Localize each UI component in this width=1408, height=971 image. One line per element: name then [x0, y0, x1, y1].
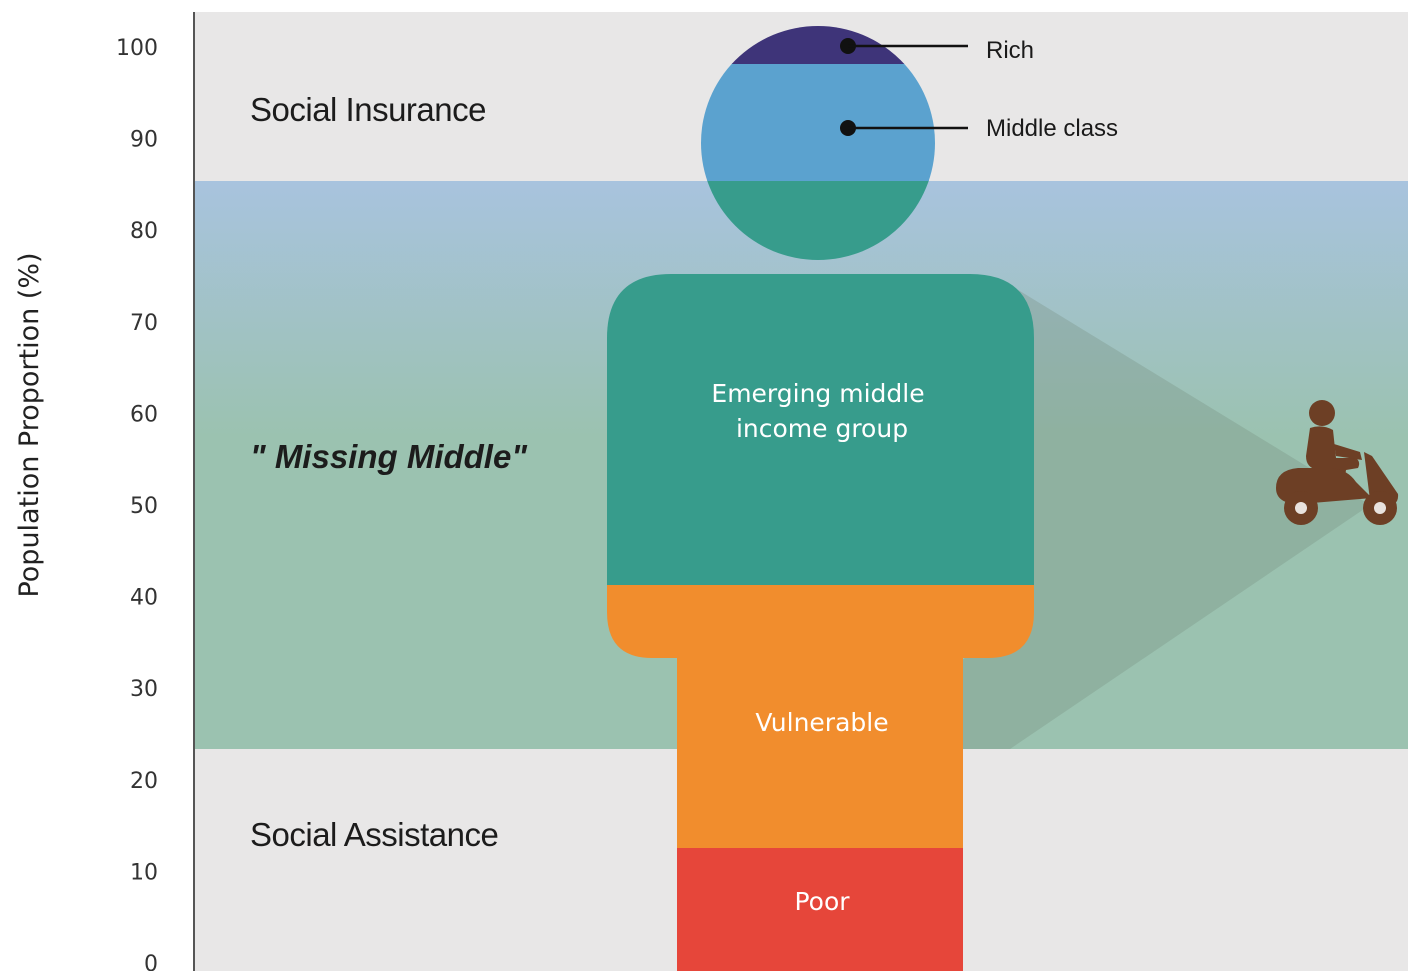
- segment-middle-class: [701, 63, 935, 181]
- y-tick-labels: 0 10 20 30 40 50 60 70 80 90 100: [116, 36, 158, 971]
- label-social-assistance: Social Assistance: [250, 816, 498, 853]
- label-social-insurance: Social Insurance: [250, 91, 486, 128]
- callout-middle-class-label: Middle class: [986, 115, 1118, 142]
- label-missing-middle: " Missing Middle": [250, 438, 527, 475]
- y-tick-label: 70: [130, 311, 158, 336]
- scooter-rider-icon: [1276, 400, 1399, 525]
- callout-middle-class: Middle class: [840, 115, 1118, 142]
- segment-poor: [677, 847, 963, 971]
- y-tick-label: 30: [130, 677, 158, 702]
- y-tick-label: 60: [130, 402, 158, 427]
- label-vulnerable: Vulnerable: [755, 708, 888, 737]
- label-emerging-middle-line1: Emerging middle: [711, 379, 924, 408]
- segment-emerging-middle: [607, 274, 1034, 585]
- segment-vulnerable-lower: [677, 655, 963, 848]
- label-emerging-middle-line2: income group: [736, 414, 908, 443]
- y-tick-label: 100: [116, 36, 158, 61]
- label-emerging-middle: Emerging middle income group: [711, 379, 932, 443]
- label-poor: Poor: [794, 887, 850, 916]
- y-tick-label: 20: [130, 769, 158, 794]
- segment-vulnerable-torso: [607, 585, 1034, 658]
- callout-rich: Rich: [840, 37, 1034, 64]
- y-tick-label: 10: [130, 860, 158, 885]
- callout-rich-label: Rich: [986, 37, 1034, 64]
- projection-shadow: [962, 285, 1370, 749]
- y-tick-label: 90: [130, 128, 158, 153]
- y-axis-label: Population Proportion (%): [14, 252, 45, 597]
- person-figure: Emerging middle income group Vulnerable …: [607, 26, 1034, 971]
- y-tick-label: 0: [144, 952, 158, 971]
- y-tick-label: 80: [130, 219, 158, 244]
- y-tick-label: 50: [130, 494, 158, 519]
- y-tick-label: 40: [130, 586, 158, 611]
